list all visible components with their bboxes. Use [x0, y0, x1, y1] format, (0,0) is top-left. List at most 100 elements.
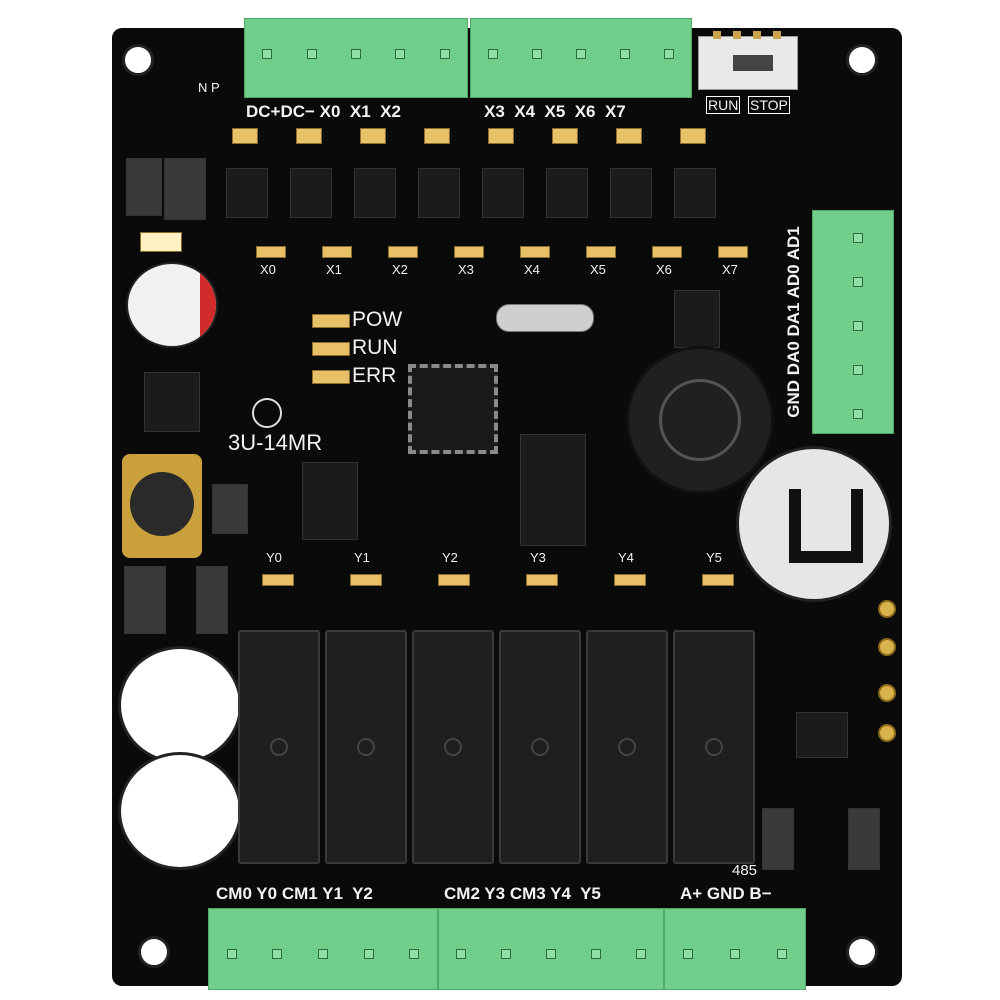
optocoupler-chip: [226, 168, 268, 218]
gold-pad-3: [878, 684, 896, 702]
resistor-pad: [616, 128, 642, 144]
diode-power: [164, 158, 206, 220]
x-led-label: X2: [392, 262, 408, 277]
rs485-terminal: [664, 908, 806, 990]
x-led-label: X1: [326, 262, 342, 277]
y-led-label: Y5: [706, 550, 722, 565]
run-stop-switch[interactable]: [698, 31, 798, 90]
optocoupler-chip: [674, 168, 716, 218]
mounting-hole-bottom-right: [846, 936, 878, 968]
output-terminal-mid: [438, 908, 664, 990]
y-led-label: Y4: [618, 550, 634, 565]
y-led: [262, 574, 294, 586]
model-label: 3U-14MR: [228, 430, 323, 455]
resistor-pad: [360, 128, 386, 144]
optocoupler-chip: [354, 168, 396, 218]
led-run-label: RUN: [352, 336, 398, 359]
relay: [586, 630, 668, 864]
tvs-diode-left: [762, 808, 794, 870]
diode-lower: [212, 484, 248, 534]
analog-label: GND DA0 DA1 AD0 AD1: [784, 226, 803, 418]
analog-terminal: [812, 210, 894, 434]
logo-icon: [252, 398, 282, 428]
led-pow-label: POW: [352, 308, 403, 331]
x-led: [520, 246, 550, 258]
diode-left: [126, 158, 162, 216]
relay-marker-icon: [705, 737, 723, 756]
electrolytic-capacitor: [126, 262, 218, 348]
tvs-diode-right: [848, 808, 880, 870]
bottom-mid-label: CM2 Y3 CM3 Y4 Y5: [444, 884, 601, 903]
x-led-label: X7: [722, 262, 738, 277]
y-led-label: Y2: [442, 550, 458, 565]
battery-holder: [736, 446, 892, 602]
eeprom-chip: [674, 290, 720, 348]
y-led-label: Y0: [266, 550, 282, 565]
output-terminal-left: [208, 908, 438, 990]
fuse-component: [140, 232, 182, 252]
y-led-label: Y1: [354, 550, 370, 565]
regulator-chip: [302, 462, 358, 540]
relay: [325, 630, 407, 864]
x-led-label: X6: [656, 262, 672, 277]
led-err-label: ERR: [352, 364, 397, 387]
relay-marker-icon: [618, 737, 636, 756]
resistor-pad: [232, 128, 258, 144]
relay-marker-icon: [357, 737, 375, 756]
mounting-hole-bottom-left: [138, 936, 170, 968]
led-run: [312, 342, 350, 356]
y-led: [702, 574, 734, 586]
top-inputs-right-label: X3 X4 X5 X6 X7: [484, 102, 626, 121]
mosfet-chip: [144, 372, 200, 432]
optocoupler-chip: [546, 168, 588, 218]
x-led-label: X3: [458, 262, 474, 277]
np-label: N P: [198, 80, 220, 95]
rs485-label: 485: [732, 862, 758, 879]
input-terminal-left: [244, 18, 468, 98]
gold-pad-4: [878, 724, 896, 742]
x-led: [388, 246, 418, 258]
top-inputs-left-label: DC+DC− X0 X1 X2: [246, 102, 401, 121]
resistor-pad: [680, 128, 706, 144]
y-led-label: Y3: [530, 550, 546, 565]
gold-pad-2: [878, 638, 896, 656]
led-err: [312, 370, 350, 384]
x-led-label: X5: [590, 262, 606, 277]
x-led-label: X0: [260, 262, 276, 277]
relay: [673, 630, 755, 864]
mounting-hole-top-left: [122, 44, 154, 76]
mounting-hole-top-right: [846, 44, 878, 76]
x-led: [256, 246, 286, 258]
x-led: [652, 246, 682, 258]
x-led: [586, 246, 616, 258]
x-led-label: X4: [524, 262, 540, 277]
relay-marker-icon: [531, 737, 549, 756]
run-label: RUN: [706, 96, 741, 114]
resistor-pad: [424, 128, 450, 144]
relay: [499, 630, 581, 864]
rs485-chip: [796, 712, 848, 758]
stop-label: STOP: [748, 96, 790, 114]
x-led: [718, 246, 748, 258]
y-led: [614, 574, 646, 586]
crystal: [496, 304, 594, 332]
relay: [238, 630, 320, 864]
x-led: [454, 246, 484, 258]
resistor-pad: [296, 128, 322, 144]
led-pow: [312, 314, 350, 328]
relay-marker-icon: [270, 737, 288, 756]
resistor-pad: [488, 128, 514, 144]
gold-pad-1: [878, 600, 896, 618]
relay-marker-icon: [444, 737, 462, 756]
x-led: [322, 246, 352, 258]
mini-din-port[interactable]: [626, 346, 774, 494]
microcontroller-chip: [408, 364, 498, 454]
bottom-right-label: A+ GND B−: [680, 884, 772, 903]
resistor-pad: [552, 128, 578, 144]
capacitor-round-2: [118, 752, 242, 870]
ic-chip-middle: [520, 434, 586, 546]
y-led: [438, 574, 470, 586]
power-inductor: [122, 454, 202, 558]
relay: [412, 630, 494, 864]
optocoupler-chip: [290, 168, 332, 218]
